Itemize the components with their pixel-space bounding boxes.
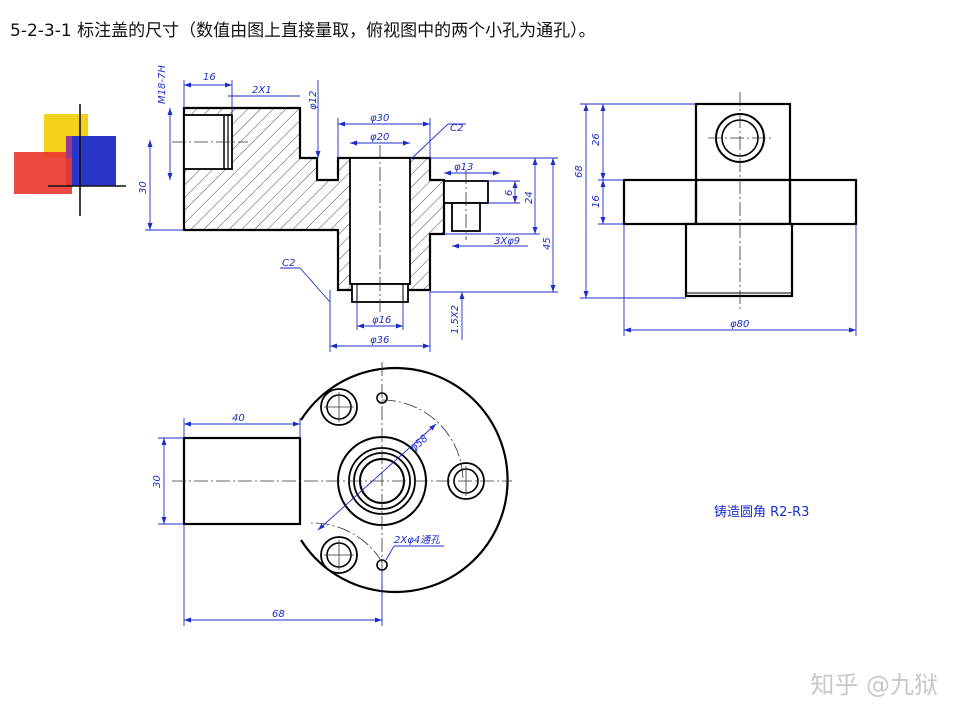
top-dim-68-label: 68 [272,609,285,620]
side-dimension-labels: 68 26 16 φ80 [574,133,749,330]
thread-label: M18-7H [157,65,168,104]
thread-1-5x2-label: 1.5X2 [450,305,461,334]
top-holes-2x4-label: 2Xφ4通孔 [394,534,441,546]
dia-36-label: φ36 [370,335,389,346]
holes-3x9-label: 3Xφ9 [494,236,520,247]
side-dimension-lines [580,103,857,336]
top-view [172,362,512,600]
chamfer-2x1-label: 2X1 [252,85,272,96]
side-dim-26-label: 26 [591,133,602,146]
front-dimension-labels: M18-7H 16 2X1 φ12 30 φ30 φ20 C2 φ13 6 24… [138,65,553,346]
dia-30-label: φ30 [370,113,389,124]
side-dim-16-label: 16 [591,195,602,208]
top-dim-30-label: 30 [152,475,163,488]
dim-24-label: 24 [524,191,535,204]
top-dimension-lines [158,418,444,626]
front-dimension-lines [145,80,558,352]
decorative-logo-icon [14,104,126,216]
front-section-view [172,106,489,312]
dia-16-label: φ16 [372,315,391,326]
dia-13-label: φ13 [454,162,473,173]
side-dia-80-label: φ80 [730,319,749,330]
page-title: 5-2-3-1 标注盖的尺寸（数值由图上直接量取，俯视图中的两个小孔为通孔）。 [10,21,596,41]
casting-fillet-note: 铸造圆角 R2-R3 [714,504,809,520]
chamfer-c2-bottom-label: C2 [282,258,295,269]
dim-30-label: 30 [138,181,149,194]
dim-16-label: 16 [203,72,216,83]
watermark: 知乎 @九狱 [810,671,938,699]
side-dim-68-label: 68 [574,165,585,178]
dim-45-label: 45 [542,237,553,250]
side-view [622,92,858,312]
chamfer-c2-top-label: C2 [450,123,463,134]
dia-20-label: φ20 [370,132,389,143]
dim-6-label: 6 [504,190,515,196]
dia-12-label: φ12 [308,91,319,110]
top-dim-40-label: 40 [232,413,245,424]
